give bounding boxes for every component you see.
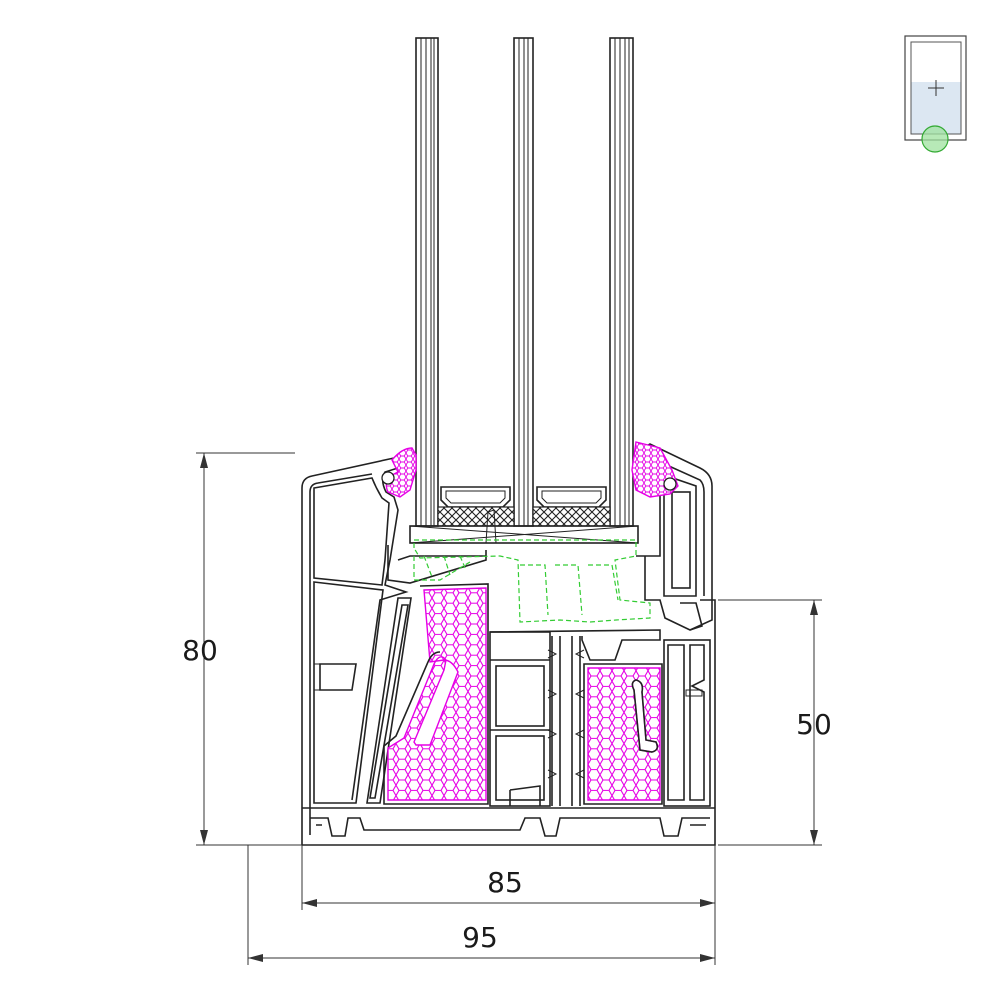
frame-insulation-foam bbox=[583, 663, 663, 805]
sash-insulation-foam bbox=[383, 583, 489, 805]
dimension-label-95: 95 bbox=[462, 921, 498, 954]
window-section-position-icon bbox=[904, 35, 967, 153]
dimension-label-85: 85 bbox=[487, 866, 523, 899]
glazing-bead bbox=[413, 539, 651, 623]
dimension-total-depth: 95 bbox=[247, 845, 716, 965]
frame-profile bbox=[302, 599, 716, 846]
glass-pane-inner bbox=[609, 37, 634, 527]
dimension-total-height: 80 bbox=[182, 452, 302, 846]
sash-profile bbox=[301, 441, 713, 845]
sash-inner-gasket bbox=[631, 441, 679, 498]
sash-outer-gasket bbox=[381, 447, 417, 498]
section-location-marker bbox=[921, 125, 949, 153]
glazing-unit bbox=[409, 37, 639, 544]
dimension-label-80: 80 bbox=[182, 634, 218, 667]
frame-chamber-right bbox=[663, 639, 711, 807]
dimension-label-50: 50 bbox=[796, 708, 832, 741]
glass-pane-outer bbox=[415, 37, 439, 527]
dimension-frame-height: 50 bbox=[718, 599, 832, 846]
dimension-frame-depth: 85 bbox=[301, 845, 716, 910]
sash-chamber-lower bbox=[313, 581, 384, 804]
spacer-bar-left bbox=[437, 486, 515, 527]
sash-chamber-upper bbox=[313, 477, 390, 586]
crosshair-icon bbox=[928, 80, 944, 96]
spacer-bar-right bbox=[532, 486, 611, 527]
frame-chamber-left bbox=[489, 631, 551, 807]
